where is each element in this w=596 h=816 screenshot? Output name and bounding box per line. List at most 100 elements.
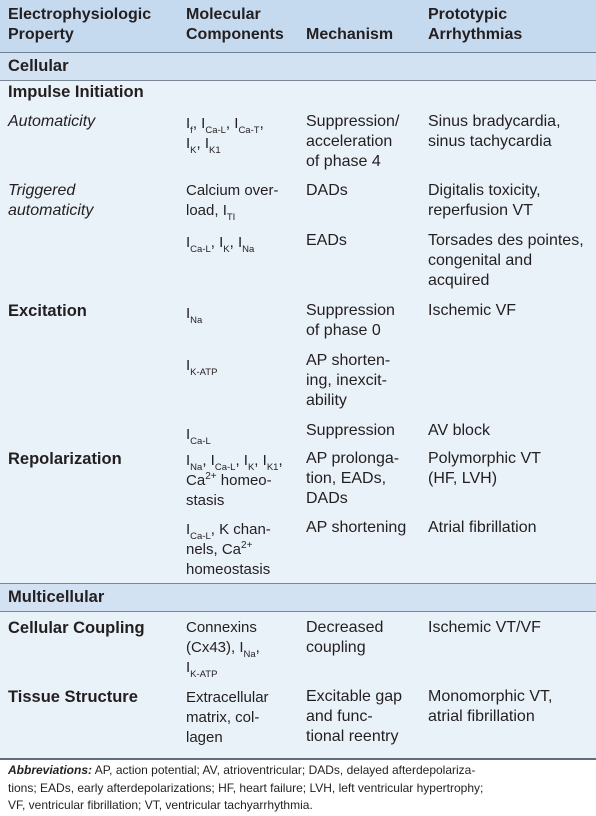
text-line: sinus tachycardia <box>428 133 552 150</box>
arrhythmias-automaticity: Sinus bradycardia,sinus tachycardia <box>428 112 561 152</box>
text-line: AV block <box>428 422 490 439</box>
text-line: (HF, LVH) <box>428 470 498 487</box>
text-line: AP prolonga- <box>306 450 400 467</box>
text-line: Suppression <box>306 302 395 319</box>
arrhythmias-triggered: Digitalis toxicity, reperfusion VT <box>428 181 541 221</box>
text-line: EADs <box>306 232 347 249</box>
row-label-automaticity: Automaticity <box>8 113 96 130</box>
footnote: Abbreviations: AP, action potential; AV,… <box>8 762 592 815</box>
row-label-repolarization: Repolarization <box>8 450 122 468</box>
text-line: Ischemic VT/VF <box>428 619 541 636</box>
component-line: ICa-L <box>186 426 211 447</box>
section-multicellular: Multicellular <box>0 584 596 611</box>
footnote-line: tions; EADs, early afterdepolarizations;… <box>8 780 484 795</box>
header-mechanism: Mechanism <box>306 25 393 45</box>
arrhythmias-triggered-ead: Torsades des pointes, congenital and acqui… <box>428 231 584 291</box>
text-line: coupling <box>306 639 366 656</box>
text-line: Polymorphic VT <box>428 450 541 467</box>
text-line: Suppression <box>306 422 395 439</box>
text-line: DADs <box>306 182 348 199</box>
components-excitation-katp: IK-ATP <box>186 356 218 378</box>
component-line: stasis <box>186 492 225 509</box>
text-line: ability <box>306 392 347 409</box>
text-line: reperfusion VT <box>428 202 533 219</box>
mechanism-excitation-katp: AP shorten-ing, inexcit-ability <box>306 351 390 411</box>
component-line: IK-ATP <box>186 357 218 378</box>
text-line: Suppression/ <box>306 113 400 130</box>
text-line: atrial fibrillation <box>428 708 535 725</box>
footnote-line: AP, action potential; AV, atrioventricul… <box>92 763 476 777</box>
components-coupling: Connexins(Cx43), INa,IK-ATP <box>186 618 260 679</box>
components-tissue: Extracellular matrix, col-lagen <box>186 688 269 748</box>
arrhythmias-coupling: Ischemic VT/VF <box>428 618 541 638</box>
component-line: Calcium over- <box>186 182 279 199</box>
text-line: acceleration <box>306 133 393 150</box>
text-line: Mechanism <box>306 26 394 43</box>
text-line: and func- <box>306 708 373 725</box>
table-header <box>0 0 596 53</box>
component-line: INa, ICa-L, IK, IK1, <box>186 452 283 473</box>
component-line: homeostasis <box>186 561 271 578</box>
row-label-tissue: Tissue Structure <box>8 688 138 706</box>
components-triggered-ead: ICa-L, IK, INa <box>186 233 254 254</box>
arrhythmias-tissue: Monomorphic VT,atrial fibrillation <box>428 687 553 727</box>
text-line: Decreased <box>306 619 384 636</box>
text-line: AP shortening <box>306 519 407 536</box>
component-line: Extracellular <box>186 689 269 706</box>
text-line: Molecular <box>186 6 261 23</box>
divider <box>0 80 596 81</box>
mechanism-triggered: DADs <box>306 181 348 201</box>
text-line: acquired <box>428 272 490 289</box>
text-line: Property <box>8 26 74 43</box>
text-line: AP shorten- <box>306 352 391 369</box>
component-line: IK, IK1 <box>186 135 221 156</box>
component-line: nels, Ca2+ <box>186 540 253 559</box>
table-bottom-rule <box>0 758 596 760</box>
text-line: congenital and <box>428 252 533 269</box>
divider <box>0 611 596 612</box>
text-line: ing, inexcit- <box>306 372 387 389</box>
component-line: matrix, col- <box>186 709 260 726</box>
components-automaticity: If, ICa-L, ICa-T,IK, IK1 <box>186 114 264 156</box>
section-cellular: Cellular <box>0 53 596 80</box>
components-cal: ICa-L <box>186 425 211 447</box>
component-line: INa <box>186 305 203 326</box>
components-repolarization: INa, ICa-L, IK, IK1,Ca2+ homeo-stasis <box>186 451 283 511</box>
component-line: If, ICa-L, ICa-T, <box>186 115 264 136</box>
text-line: tion, EADs, <box>306 470 387 487</box>
components-triggered: Calcium over-load, ITI <box>186 181 279 223</box>
mechanism-triggered-ead: EADs <box>306 231 347 251</box>
arrhythmias-repolarization: Polymorphic VT (HF, LVH) <box>428 449 541 489</box>
arrhythmias-repol-short: Atrial fibrillation <box>428 518 536 538</box>
mechanism-coupling: Decreased coupling <box>306 618 383 658</box>
component-line: load, ITI <box>186 202 236 223</box>
text-line: Torsades des pointes, <box>428 232 584 249</box>
component-line: Ca2+ homeo- <box>186 471 272 490</box>
text-line: automaticity <box>8 202 94 219</box>
component-line: (Cx43), INa, <box>186 639 260 660</box>
row-label-impulse-initiation: Impulse Initiation <box>8 83 144 101</box>
text-line: Atrial fibrillation <box>428 519 537 536</box>
arrhythmias-cal: AV block <box>428 421 490 441</box>
footnote-label: Abbreviations: <box>8 763 93 777</box>
text-line: Arrhythmias <box>428 26 523 43</box>
text-line: Triggered <box>8 182 76 199</box>
row-label-excitation: Excitation <box>8 302 87 320</box>
text-line: Electrophysiologic <box>8 6 152 23</box>
text-line: Ischemic VF <box>428 302 517 319</box>
text-line: Excitable gap <box>306 688 403 705</box>
text-line: tional reentry <box>306 728 399 745</box>
mechanism-cal: Suppression <box>306 421 395 441</box>
footnote-line: VF, ventricular fibrillation; VT, ventri… <box>8 798 313 812</box>
row-label-coupling: Cellular Coupling <box>8 619 145 637</box>
component-line: lagen <box>186 729 223 746</box>
mechanism-repolarization: AP prolonga-tion, EADs,DADs <box>306 449 399 509</box>
component-line: Connexins <box>186 619 257 636</box>
mechanism-repol-short: AP shortening <box>306 518 406 538</box>
text-line: Digitalis toxicity, <box>428 182 541 199</box>
